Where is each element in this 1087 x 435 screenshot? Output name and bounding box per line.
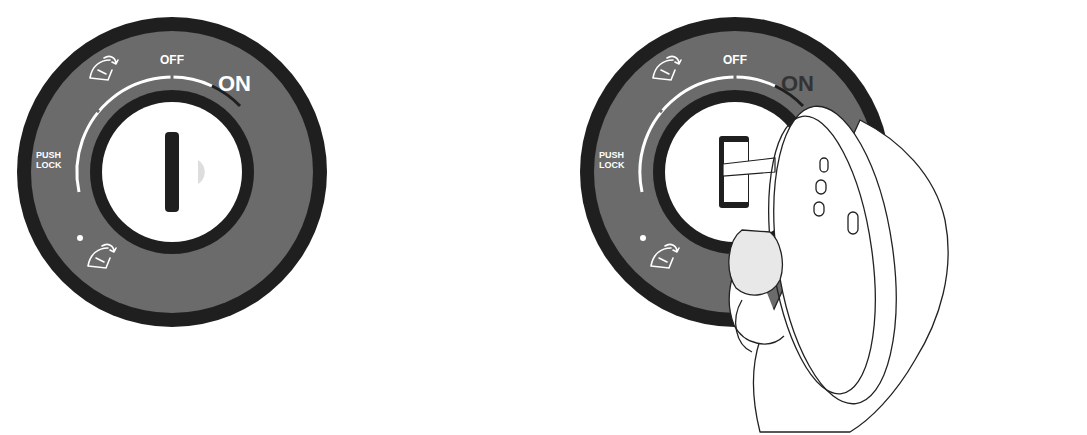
position-label: ON	[218, 73, 251, 95]
position-label: OFF	[160, 54, 184, 66]
position-label: PUSH LOCK	[36, 150, 68, 171]
position-label: ON	[781, 73, 814, 95]
position-label: PUSH LOCK	[599, 150, 631, 171]
ignition-switch-off	[17, 17, 327, 327]
position-label: OFF	[723, 54, 747, 66]
hand-with-key	[729, 98, 948, 432]
